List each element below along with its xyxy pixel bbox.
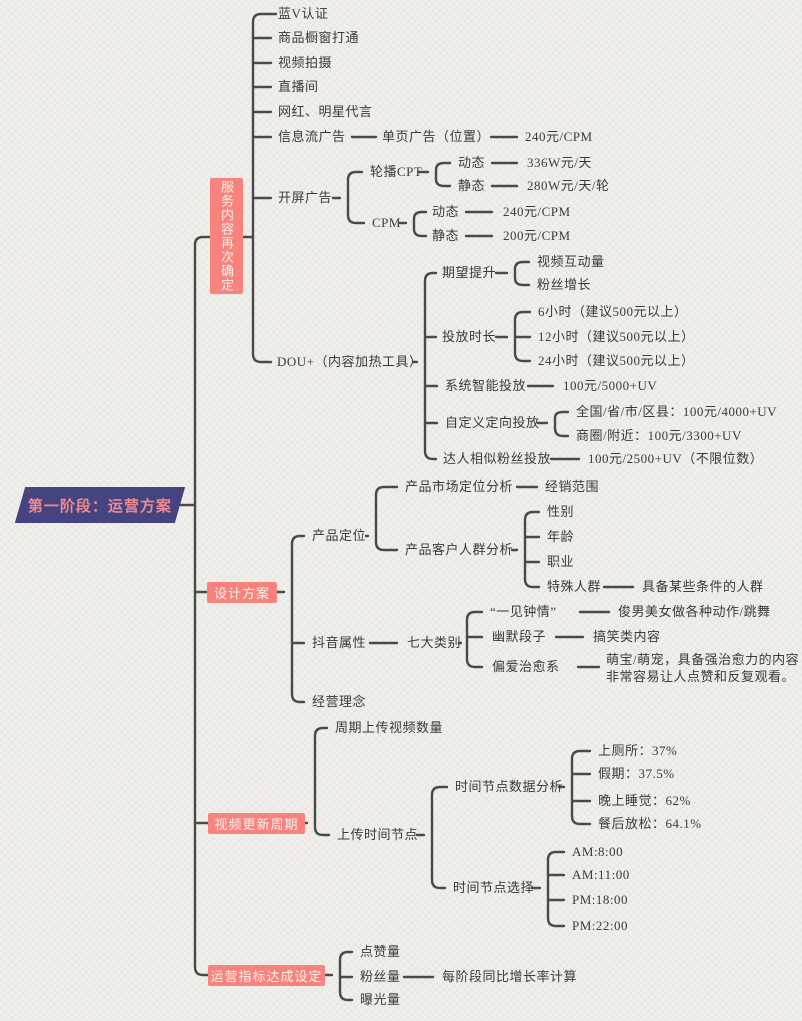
node-cpt-static-price[interactable]: 280W元/天/轮 bbox=[527, 177, 610, 193]
node-humor-jokes[interactable]: 幽默段子 bbox=[492, 628, 547, 644]
node-cpm-static-price[interactable]: 200元/CPM bbox=[503, 227, 571, 243]
node-video-interaction[interactable]: 视频互动量 bbox=[537, 253, 605, 269]
node-likes[interactable]: 点赞量 bbox=[360, 943, 401, 959]
node-blue-v-cert[interactable]: 蓝V认证 bbox=[278, 5, 329, 21]
root-node-label: 第一阶段：运营方案 bbox=[27, 498, 172, 515]
node-toilet-stat[interactable]: 上厕所：37% bbox=[598, 742, 678, 758]
node-audience-analysis[interactable]: 产品客户人群分析 bbox=[405, 541, 514, 557]
branch-design-plan[interactable]: 设计方案 bbox=[207, 582, 277, 603]
trunk-line bbox=[193, 235, 255, 977]
node-time-am11[interactable]: AM:11:00 bbox=[572, 866, 630, 882]
node-time-analysis[interactable]: 时间节点数据分析 bbox=[455, 778, 564, 794]
node-night-sleep-stat[interactable]: 晚上睡觉：62% bbox=[598, 792, 691, 808]
node-cpt-static[interactable]: 静态 bbox=[458, 177, 486, 193]
node-time-pm22[interactable]: PM:22:00 bbox=[572, 917, 629, 933]
node-business-philosophy[interactable]: 经营理念 bbox=[312, 693, 367, 709]
node-similar-fans-price[interactable]: 100元/2500+UV（不限位数） bbox=[588, 450, 764, 466]
node-healing-preference[interactable]: 偏爱治愈系 bbox=[492, 658, 560, 674]
node-smart-delivery[interactable]: 系统智能投放 bbox=[445, 377, 527, 393]
node-custom-business-price[interactable]: 商圈/附近：100元/3300+UV bbox=[576, 427, 742, 443]
node-time-pm18[interactable]: PM:18:00 bbox=[572, 891, 629, 907]
node-market-analysis[interactable]: 产品市场定位分析 bbox=[405, 478, 514, 494]
node-smart-delivery-price[interactable]: 100元/5000+UV bbox=[563, 377, 658, 393]
node-product-positioning[interactable]: 产品定位 bbox=[312, 527, 367, 543]
node-duration-24h[interactable]: 24小时（建议500元以上） bbox=[538, 352, 695, 368]
node-time-selection[interactable]: 时间节点选择 bbox=[453, 879, 535, 895]
node-fans[interactable]: 粉丝量 bbox=[360, 968, 401, 984]
node-age[interactable]: 年龄 bbox=[547, 528, 575, 544]
node-after-meal-stat[interactable]: 餐后放松：64.1% bbox=[598, 815, 702, 831]
node-custom-region-price[interactable]: 全国/省/市/区县：100元/4000+UV bbox=[576, 403, 778, 419]
node-cpt-dynamic-price[interactable]: 336W元/天 bbox=[527, 154, 592, 170]
node-fans-desc[interactable]: 每阶段同比增长率计算 bbox=[442, 968, 578, 984]
branch-video-update-cycle[interactable]: 视频更新周期 bbox=[208, 813, 305, 834]
node-single-page-ad[interactable]: 单页广告（位置） bbox=[382, 128, 491, 144]
node-cpm-dynamic[interactable]: 动态 bbox=[432, 203, 460, 219]
node-expect-boost[interactable]: 期望提升 bbox=[442, 264, 497, 280]
node-special-group-desc[interactable]: 具备某些条件的人群 bbox=[642, 578, 764, 594]
node-occupation[interactable]: 职业 bbox=[547, 553, 575, 569]
node-exposure[interactable]: 曝光量 bbox=[360, 991, 401, 1007]
node-delivery-duration[interactable]: 投放时长 bbox=[442, 328, 497, 344]
root-node[interactable]: 第一阶段：运营方案 bbox=[14, 487, 186, 523]
node-special-group[interactable]: 特殊人群 bbox=[547, 578, 602, 594]
node-humor-desc[interactable]: 搞笑类内容 bbox=[593, 628, 661, 644]
node-duration-12h[interactable]: 12小时（建议500元以上） bbox=[538, 328, 695, 344]
node-feed-ad[interactable]: 信息流广告 bbox=[278, 128, 346, 144]
node-splash-ad[interactable]: 开屏广告 bbox=[278, 189, 333, 205]
node-similar-fans[interactable]: 达人相似粉丝投放 bbox=[443, 450, 552, 466]
node-distribution-range[interactable]: 经销范围 bbox=[545, 478, 600, 494]
node-video-shoot[interactable]: 视频拍摄 bbox=[278, 54, 333, 70]
node-cpm[interactable]: CPM bbox=[372, 214, 401, 230]
node-gender[interactable]: 性别 bbox=[547, 503, 575, 519]
node-product-showcase[interactable]: 商品橱窗打通 bbox=[278, 29, 360, 45]
node-upload-count[interactable]: 周期上传视频数量 bbox=[335, 719, 444, 735]
node-influencer-endorsement[interactable]: 网红、明星代言 bbox=[278, 103, 373, 119]
node-fans-growth[interactable]: 粉丝增长 bbox=[537, 276, 592, 292]
node-cpm-dynamic-price[interactable]: 240元/CPM bbox=[503, 203, 571, 219]
node-upload-time[interactable]: 上传时间节点 bbox=[337, 826, 419, 842]
node-carousel-cpt[interactable]: 轮播CPT bbox=[370, 163, 423, 179]
node-cpt-dynamic[interactable]: 动态 bbox=[458, 154, 486, 170]
node-live-room[interactable]: 直播间 bbox=[278, 78, 319, 94]
node-healing-desc-line2[interactable]: 非常容易让人点赞和反复观看。 bbox=[606, 668, 796, 684]
node-healing-desc-line1[interactable]: 萌宝/萌宠，具备强治愈力的内容 bbox=[606, 651, 800, 667]
node-holiday-stat[interactable]: 假期：37.5% bbox=[598, 765, 675, 781]
node-cpm-static[interactable]: 静态 bbox=[432, 227, 460, 243]
node-dou-plus[interactable]: DOU+（内容加热工具） bbox=[277, 353, 423, 369]
branch-kpi-setting[interactable]: 运营指标达成设定 bbox=[208, 965, 325, 986]
node-feed-ad-price[interactable]: 240元/CPM bbox=[525, 128, 593, 144]
node-seven-categories[interactable]: 七大类别 bbox=[407, 634, 462, 650]
branch-service-content[interactable]: 服务内容再次确定 bbox=[210, 178, 243, 294]
node-love-desc[interactable]: 俊男美女做各种动作/跳舞 bbox=[618, 603, 771, 619]
node-love-at-first-sight[interactable]: “一见钟情” bbox=[490, 603, 557, 619]
node-duration-6h[interactable]: 6小时（建议500元以上） bbox=[538, 303, 688, 319]
node-douyin-attribute[interactable]: 抖音属性 bbox=[312, 634, 367, 650]
node-time-am8[interactable]: AM:8:00 bbox=[572, 843, 624, 859]
node-custom-targeting[interactable]: 自定义定向投放 bbox=[445, 414, 540, 430]
